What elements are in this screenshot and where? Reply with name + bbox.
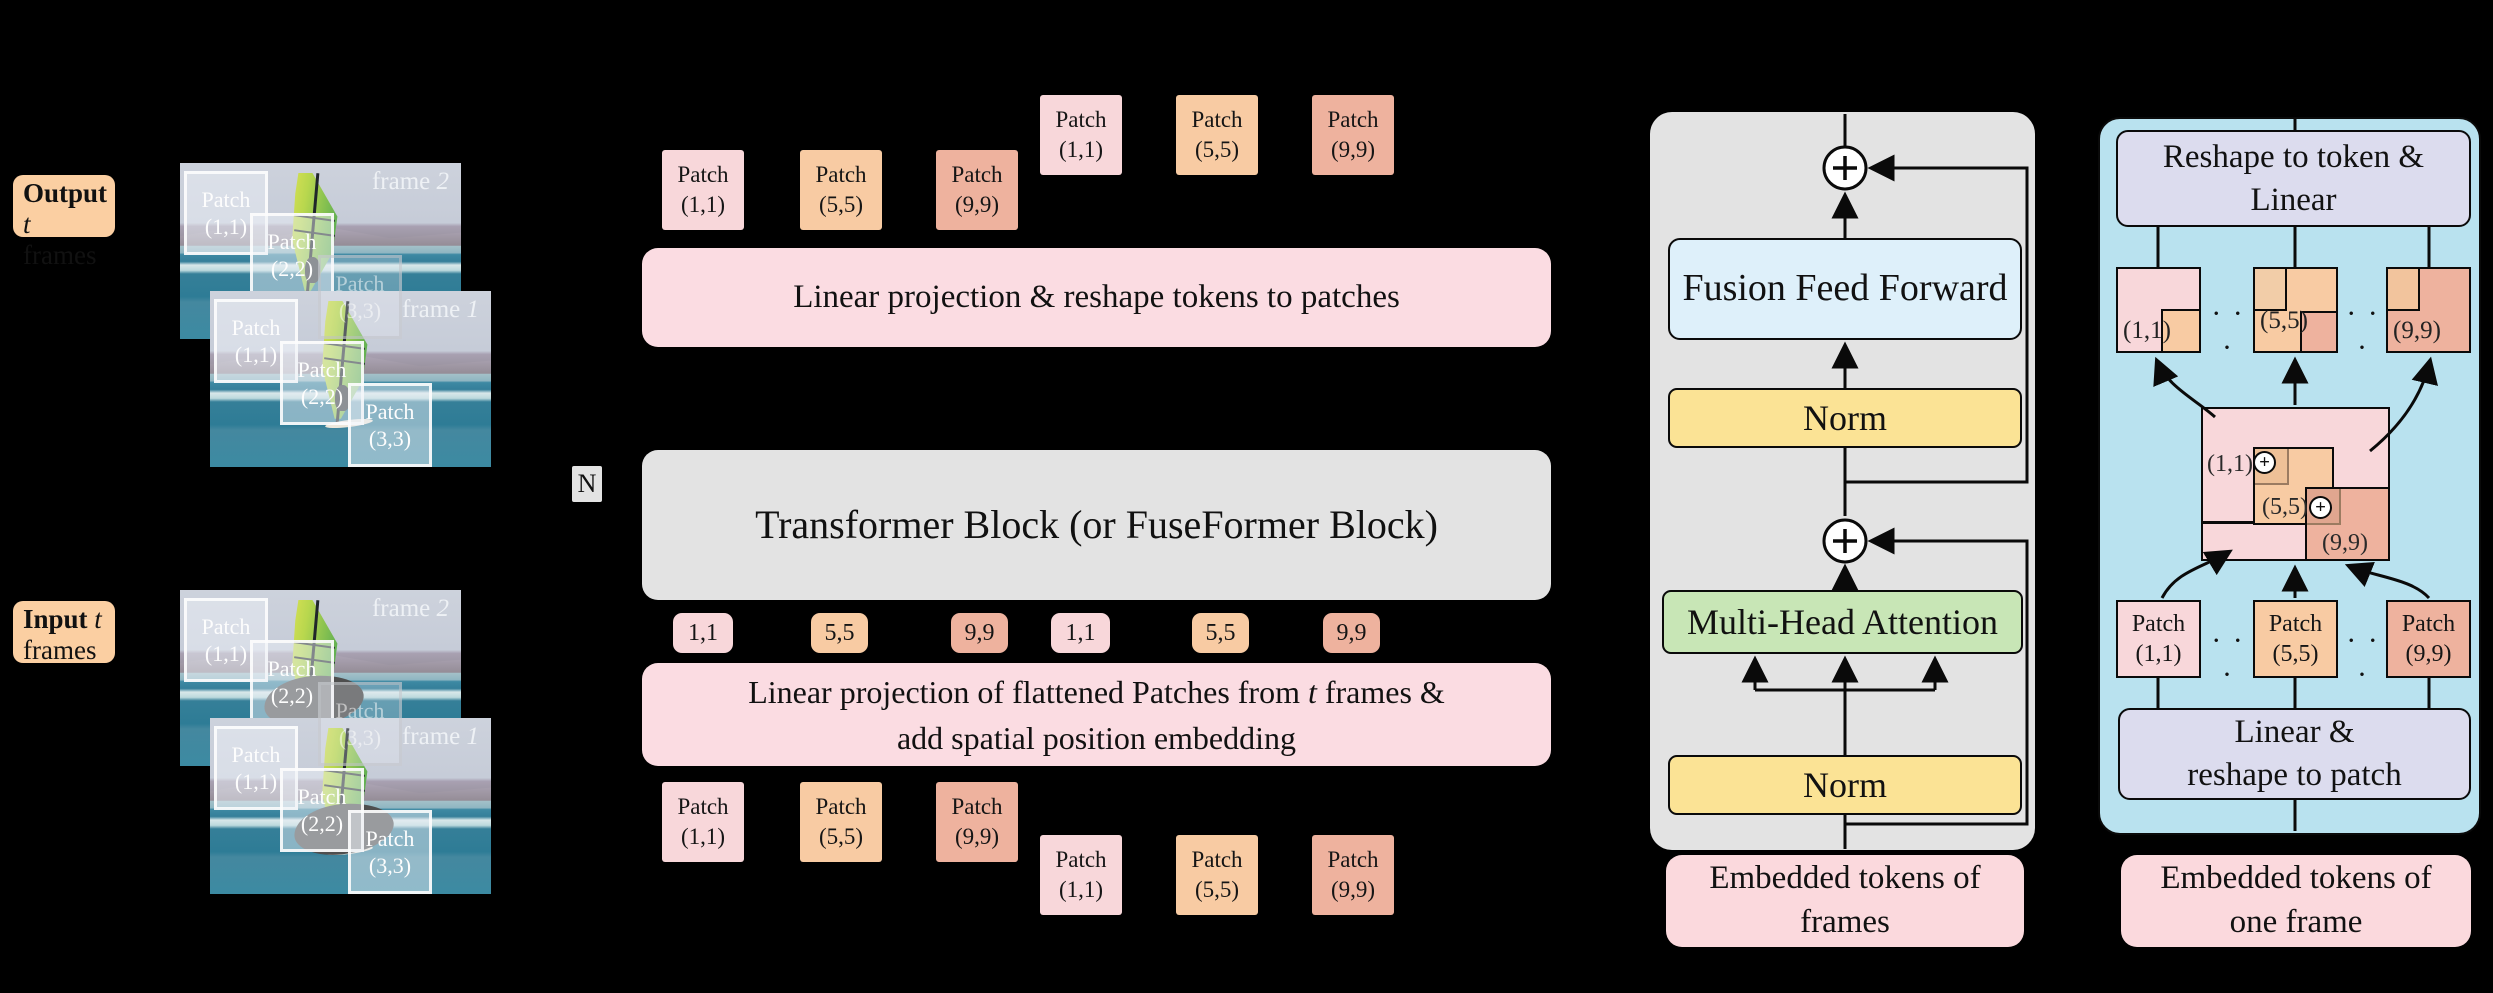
ellipsis: · · · [2346, 624, 2380, 691]
patch-box: Patch(9,9) [1312, 835, 1394, 915]
output-label-line1: Output [23, 178, 108, 208]
output-frames-label: Output t frames [13, 175, 115, 270]
patch-box: Patch(5,5) [800, 782, 882, 862]
patch-overlay: Patch(3,3) [348, 810, 432, 894]
patch-box: Patch(1,1) [662, 150, 744, 230]
multi-head-attention-box: Multi-Head Attention [1662, 590, 2023, 654]
patch-box: Patch(5,5) [2253, 600, 2338, 678]
patch-box: Patch(9,9) [2386, 600, 2471, 678]
token-box: 1,1 [673, 613, 733, 653]
input-frames-label: Input t frames [13, 601, 115, 666]
ellipsis: · · · [2211, 624, 2245, 691]
reshape-to-token-box: Reshape to token & Linear [2116, 130, 2471, 227]
overlap-label: (9,9) [2322, 530, 2368, 556]
patch-overlay: Patch(3,3) [348, 383, 432, 467]
overlap-corner [2161, 309, 2199, 351]
linear-reshape-patch-box: Linear & reshape to patch [2118, 708, 2471, 800]
patch-box: Patch(9,9) [936, 150, 1018, 230]
surfer-icon [304, 257, 320, 284]
fusion-feed-forward-box: Fusion Feed Forward [1668, 238, 2022, 340]
token-box: 1,1 [1051, 613, 1110, 653]
plus-circle-icon [1822, 518, 1868, 564]
overlap-square: (5,5) [2253, 267, 2338, 353]
overlap-square: (9,9) [2386, 267, 2471, 353]
t-symbol: t [94, 604, 102, 634]
token-box: 9,9 [951, 613, 1008, 653]
patch-box: Patch(1,1) [1040, 95, 1122, 175]
input-frame-1: frame 1 Patch(1,1) Patch(2,2) Patch(3,3) [210, 718, 491, 894]
overlap-label: (5,5) [2262, 494, 2308, 520]
connector-lines [1741, 114, 2029, 849]
transformer-block-box: Transformer Block (or FuseFormer Block) [642, 450, 1551, 600]
patch-box: Patch(5,5) [1176, 835, 1258, 915]
frame-label: frame 2 [371, 595, 449, 622]
ellipsis: · · · [2346, 297, 2380, 364]
n-repeat-badge: N [572, 466, 602, 502]
overlap-diagram: (1,1) + (5,5) + (9,9) [2201, 407, 2390, 561]
patch-overlay: Patch(3,3) [318, 255, 402, 339]
windsurfer-icon [305, 301, 383, 430]
transformer-detail-panel: Fusion Feed Forward Norm Multi-Head Atte… [1650, 112, 2035, 850]
linear-projection-box: Linear projection of flattened Patches f… [642, 663, 1551, 766]
output-frame-1: frame 1 Patch(1,1) Patch(2,2) Patch(3,3) [210, 291, 491, 467]
patch-box: Patch(5,5) [800, 150, 882, 230]
output-frames-stack: frame 2 Patch(1,1) Patch(2,2) frame 1 Pa… [180, 163, 492, 468]
overlap-patch [2305, 487, 2390, 561]
patch-overlay: Patch(1,1) [214, 726, 298, 810]
overlap-square: (1,1) [2116, 267, 2201, 353]
token-box: 5,5 [811, 613, 868, 653]
patch-box: Patch(5,5) [1176, 95, 1258, 175]
input-label-line1: Input [23, 604, 88, 634]
output-label-line2: frames [23, 240, 97, 271]
overlap-label: (1,1) [2207, 451, 2253, 477]
linear-reshape-tokens-box: Linear projection & reshape tokens to pa… [642, 248, 1551, 347]
input-label-line2: frames [23, 635, 97, 666]
oplus-icon: + [2309, 496, 2332, 519]
norm-box: Norm [1668, 388, 2022, 448]
overlap-corner [2388, 269, 2420, 311]
patch-overlay: Patch(3,3) [318, 682, 402, 766]
windsurfer-icon [275, 173, 353, 302]
token-box: 9,9 [1323, 613, 1380, 653]
t-symbol: t [23, 209, 31, 240]
embedded-tokens-frames-caption: Embedded tokens of frames [1666, 855, 2024, 947]
frame-label: frame 1 [401, 723, 479, 750]
frame-label: frame 1 [401, 296, 479, 323]
embedded-tokens-one-frame-caption: Embedded tokens of one frame [2121, 855, 2471, 947]
patch-box: Patch(9,9) [1312, 95, 1394, 175]
patch-box: Patch(1,1) [1040, 835, 1122, 915]
surfer-icon [334, 385, 350, 412]
token-box: 5,5 [1192, 613, 1249, 653]
norm-box: Norm [1668, 755, 2022, 815]
plus-circle-icon [1822, 145, 1868, 191]
grid-line [2201, 521, 2255, 524]
frame-label: frame 2 [371, 168, 449, 195]
patch-box: Patch(1,1) [662, 782, 744, 862]
overlap-corner [2255, 269, 2287, 311]
oplus-icon: + [2253, 451, 2276, 474]
patch-box: Patch(1,1) [2116, 600, 2201, 678]
input-frames-stack: frame 2 Patch(1,1) Patch(2,2) frame 1 Pa… [180, 590, 492, 895]
ellipsis: · · · [2211, 297, 2245, 364]
fuseformer-detail-panel: Reshape to token & Linear (1,1) · · · (5… [2098, 117, 2481, 835]
overlap-corner [2300, 311, 2336, 351]
patch-box: Patch(9,9) [936, 782, 1018, 862]
